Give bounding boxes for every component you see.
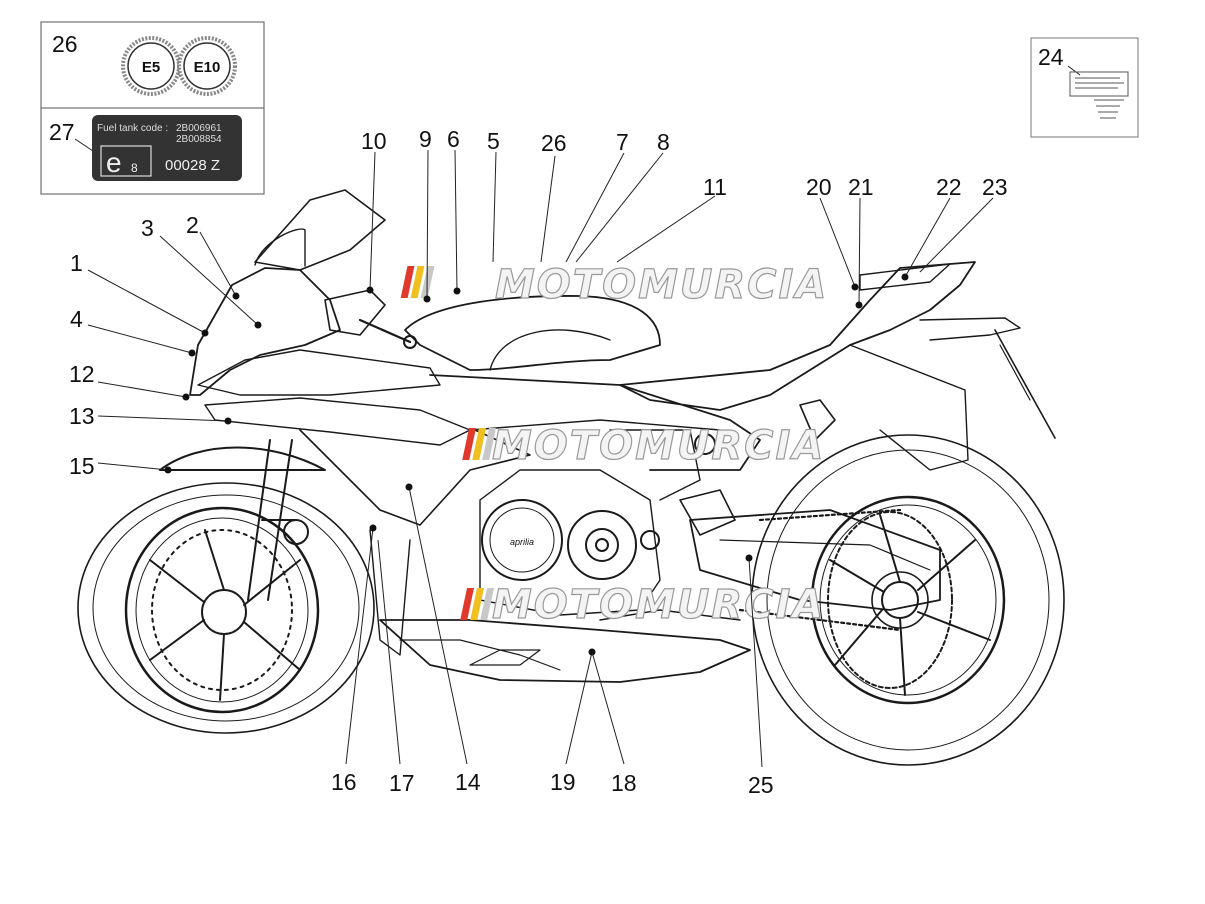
svg-text:00028 Z: 00028 Z [165, 157, 220, 174]
fuel-badge-e5: E5 [121, 36, 181, 96]
svg-text:2B006961: 2B006961 [176, 123, 222, 134]
label-sheet-icon [1069, 71, 1129, 119]
callout-5: 5 [487, 128, 500, 154]
callout-23: 23 [982, 174, 1008, 200]
watermark-middle: MOTOMURCIA [462, 422, 825, 470]
callout-11: 11 [703, 174, 727, 200]
callout-numbers: 1 2 3 4 5 6 7 8 9 10 11 12 13 14 15 16 1… [69, 126, 1008, 798]
svg-text:2B008854: 2B008854 [176, 134, 222, 145]
callout-26: 26 [541, 130, 567, 156]
rear-wheel [751, 434, 1065, 766]
motorcycle-drawing: aprilia [77, 189, 1065, 766]
callout-12: 12 [69, 361, 95, 387]
callout-13: 13 [69, 403, 95, 429]
svg-text:E10: E10 [194, 59, 221, 76]
label-sheet-panel: 24 [1030, 37, 1139, 138]
callout-18: 18 [611, 770, 637, 796]
engine: aprilia [479, 429, 716, 616]
callout-26-inset: 26 [52, 31, 78, 57]
callout-21: 21 [848, 174, 874, 200]
callout-17: 17 [389, 770, 415, 796]
fuel-tank-code-plate: Fuel tank code : 2B006961 2B008854 e 8 0… [92, 115, 242, 181]
callout-24: 24 [1038, 44, 1064, 70]
callout-10: 10 [361, 128, 387, 154]
callout-14: 14 [455, 769, 481, 795]
callout-7: 7 [616, 129, 629, 155]
callout-9: 9 [419, 126, 432, 152]
callout-22: 22 [936, 174, 962, 200]
svg-text:MOTOMURCIA: MOTOMURCIA [492, 582, 825, 628]
callout-6: 6 [447, 126, 460, 152]
svg-text:Fuel tank code :: Fuel tank code : [97, 123, 168, 134]
svg-text:8: 8 [131, 161, 138, 175]
callout-20: 20 [806, 174, 832, 200]
callout-1: 1 [70, 250, 83, 276]
watermark-top: MOTOMURCIA [400, 261, 828, 309]
svg-text:MOTOMURCIA: MOTOMURCIA [495, 262, 828, 308]
callout-8: 8 [657, 129, 670, 155]
svg-text:E5: E5 [142, 59, 160, 76]
callout-3: 3 [141, 215, 154, 241]
callout-15: 15 [69, 453, 95, 479]
callout-16: 16 [331, 769, 357, 795]
svg-text:e: e [106, 147, 122, 178]
leader-lines [87, 149, 994, 768]
svg-text:MOTOMURCIA: MOTOMURCIA [492, 423, 825, 469]
aprilia-logo: aprilia [510, 537, 534, 547]
callout-27: 27 [49, 119, 75, 145]
decal-inset-panel: 26 E5 E10 27 Fuel tank code : 2B006961 2… [40, 21, 265, 195]
callout-4: 4 [70, 306, 83, 332]
callout-19: 19 [550, 769, 576, 795]
watermark-bottom: MOTOMURCIA [460, 581, 825, 629]
callout-25: 25 [748, 772, 774, 798]
callout-2: 2 [186, 212, 199, 238]
fuel-badge-e10: E10 [177, 36, 237, 96]
front-wheel [77, 482, 375, 734]
